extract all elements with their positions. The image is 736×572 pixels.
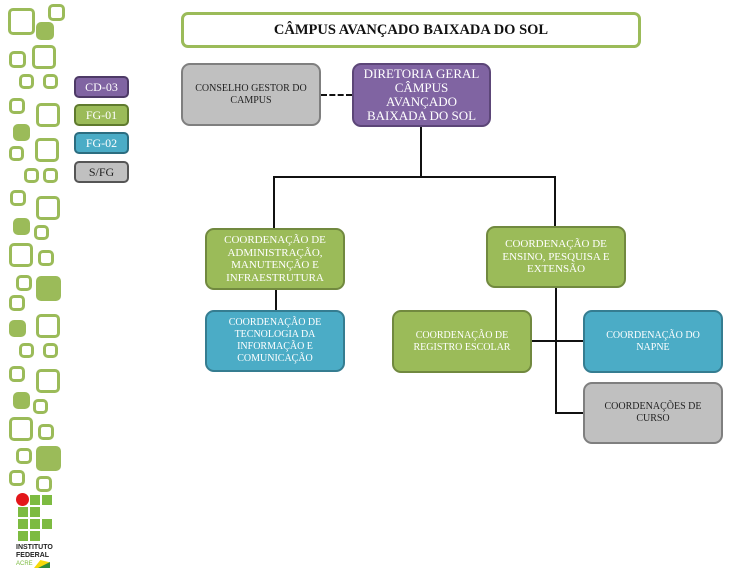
node-coord-cursos-label: COORDENAÇÕES DE CURSO bbox=[604, 401, 702, 424]
logo-red-dot bbox=[16, 493, 29, 506]
decor-square bbox=[35, 138, 59, 162]
logo-cell bbox=[30, 531, 40, 541]
connector-diretoria-down bbox=[420, 127, 422, 177]
decor-square bbox=[9, 146, 24, 161]
legend-s-fg: S/FG bbox=[74, 161, 129, 183]
decor-square bbox=[8, 8, 35, 35]
connector-ensino-down bbox=[555, 287, 557, 414]
decor-square bbox=[13, 392, 30, 409]
decor-square bbox=[9, 295, 25, 311]
logo-text-acre: ACRE bbox=[16, 561, 33, 567]
connector-administracao-tecnologia bbox=[275, 290, 277, 310]
logo-cell bbox=[18, 507, 28, 517]
page-title: CÂMPUS AVANÇADO BAIXADA DO SOL bbox=[181, 12, 641, 48]
decor-square bbox=[36, 369, 60, 393]
decor-square bbox=[9, 417, 33, 441]
node-coord-tecnologia-label: COORDENAÇÃO DE TECNOLOGIA DA INFORMAÇÃO … bbox=[228, 317, 322, 364]
decor-square bbox=[36, 476, 52, 492]
logo-text-instituto: INSTITUTO bbox=[16, 544, 53, 551]
decor-square bbox=[38, 424, 54, 440]
decor-square bbox=[19, 343, 34, 358]
logo-cell bbox=[30, 495, 40, 505]
connector-registro-napne bbox=[530, 340, 585, 342]
decor-square bbox=[34, 225, 49, 240]
decor-square bbox=[43, 168, 58, 183]
decor-square bbox=[36, 196, 60, 220]
node-conselho-gestor: CONSELHO GESTOR DO CAMPUS bbox=[181, 63, 321, 126]
decor-square bbox=[9, 320, 26, 337]
decor-square bbox=[9, 366, 25, 382]
decor-square bbox=[9, 51, 26, 68]
node-coord-ensino-label: COORDENAÇÃO DE ENSINO, PESQUISA E EXTENS… bbox=[502, 238, 610, 276]
logo-cell bbox=[42, 519, 52, 529]
decor-square bbox=[9, 243, 33, 267]
decor-square bbox=[24, 168, 39, 183]
decor-square bbox=[13, 218, 30, 235]
decor-square bbox=[43, 74, 58, 89]
decor-square bbox=[43, 343, 58, 358]
decor-square bbox=[36, 314, 60, 338]
page-title-text: CÂMPUS AVANÇADO BAIXADA DO SOL bbox=[273, 21, 549, 38]
decor-square bbox=[9, 98, 25, 114]
node-coord-napne-label: COORDENAÇÃO DO NAPNE bbox=[606, 329, 700, 353]
node-coord-registro: COORDENAÇÃO DE REGISTRO ESCOLAR bbox=[392, 310, 532, 373]
decor-square bbox=[36, 103, 60, 127]
legend-cd-03: CD-03 bbox=[74, 76, 129, 98]
logo-text-federal: FEDERAL bbox=[16, 552, 50, 559]
decor-square bbox=[38, 250, 54, 266]
decor-square bbox=[9, 470, 25, 486]
node-diretoria-geral: DIRETORIA GERAL CÂMPUS AVANÇADO BAIXADA … bbox=[352, 63, 491, 127]
connector-to-ensino bbox=[554, 176, 556, 228]
decor-square bbox=[33, 399, 48, 414]
node-coord-administracao-label: COORDENAÇÃO DE ADMINISTRAÇÃO, MANUTENÇÃO… bbox=[224, 234, 326, 284]
node-conselho-gestor-label: CONSELHO GESTOR DO CAMPUS bbox=[195, 82, 307, 106]
node-diretoria-geral-label: DIRETORIA GERAL CÂMPUS AVANÇADO BAIXADA … bbox=[363, 66, 480, 123]
decor-square bbox=[36, 276, 61, 301]
legend-fg-01: FG-01 bbox=[74, 104, 129, 126]
node-coord-registro-label: COORDENAÇÃO DE REGISTRO ESCOLAR bbox=[413, 329, 511, 353]
decor-square bbox=[48, 4, 65, 21]
decor-square bbox=[16, 275, 32, 291]
decor-square bbox=[19, 74, 34, 89]
dashed-connector-conselho-diretoria bbox=[321, 94, 352, 96]
logo-cell bbox=[30, 507, 40, 517]
acre-state-shade bbox=[38, 562, 50, 568]
decor-square bbox=[36, 22, 54, 40]
logo-cell bbox=[18, 531, 28, 541]
node-coord-cursos: COORDENAÇÕES DE CURSO bbox=[583, 382, 723, 444]
node-coord-ensino: COORDENAÇÃO DE ENSINO, PESQUISA E EXTENS… bbox=[486, 226, 626, 288]
decor-square bbox=[13, 124, 30, 141]
connector-horizontal-top bbox=[273, 176, 556, 178]
logo-cell bbox=[42, 495, 52, 505]
logo-cell bbox=[30, 519, 40, 529]
logo-cell bbox=[18, 519, 28, 529]
node-coord-tecnologia: COORDENAÇÃO DE TECNOLOGIA DA INFORMAÇÃO … bbox=[205, 310, 345, 372]
decor-square bbox=[16, 448, 32, 464]
decor-square bbox=[32, 45, 56, 69]
connector-to-cursos bbox=[555, 412, 585, 414]
legend-fg-02: FG-02 bbox=[74, 132, 129, 154]
acre-state-icon bbox=[34, 560, 50, 568]
node-coord-administracao: COORDENAÇÃO DE ADMINISTRAÇÃO, MANUTENÇÃO… bbox=[205, 228, 345, 290]
connector-to-administracao bbox=[273, 176, 275, 228]
node-coord-napne: COORDENAÇÃO DO NAPNE bbox=[583, 310, 723, 373]
decor-square bbox=[36, 446, 61, 471]
decor-square bbox=[10, 190, 26, 206]
